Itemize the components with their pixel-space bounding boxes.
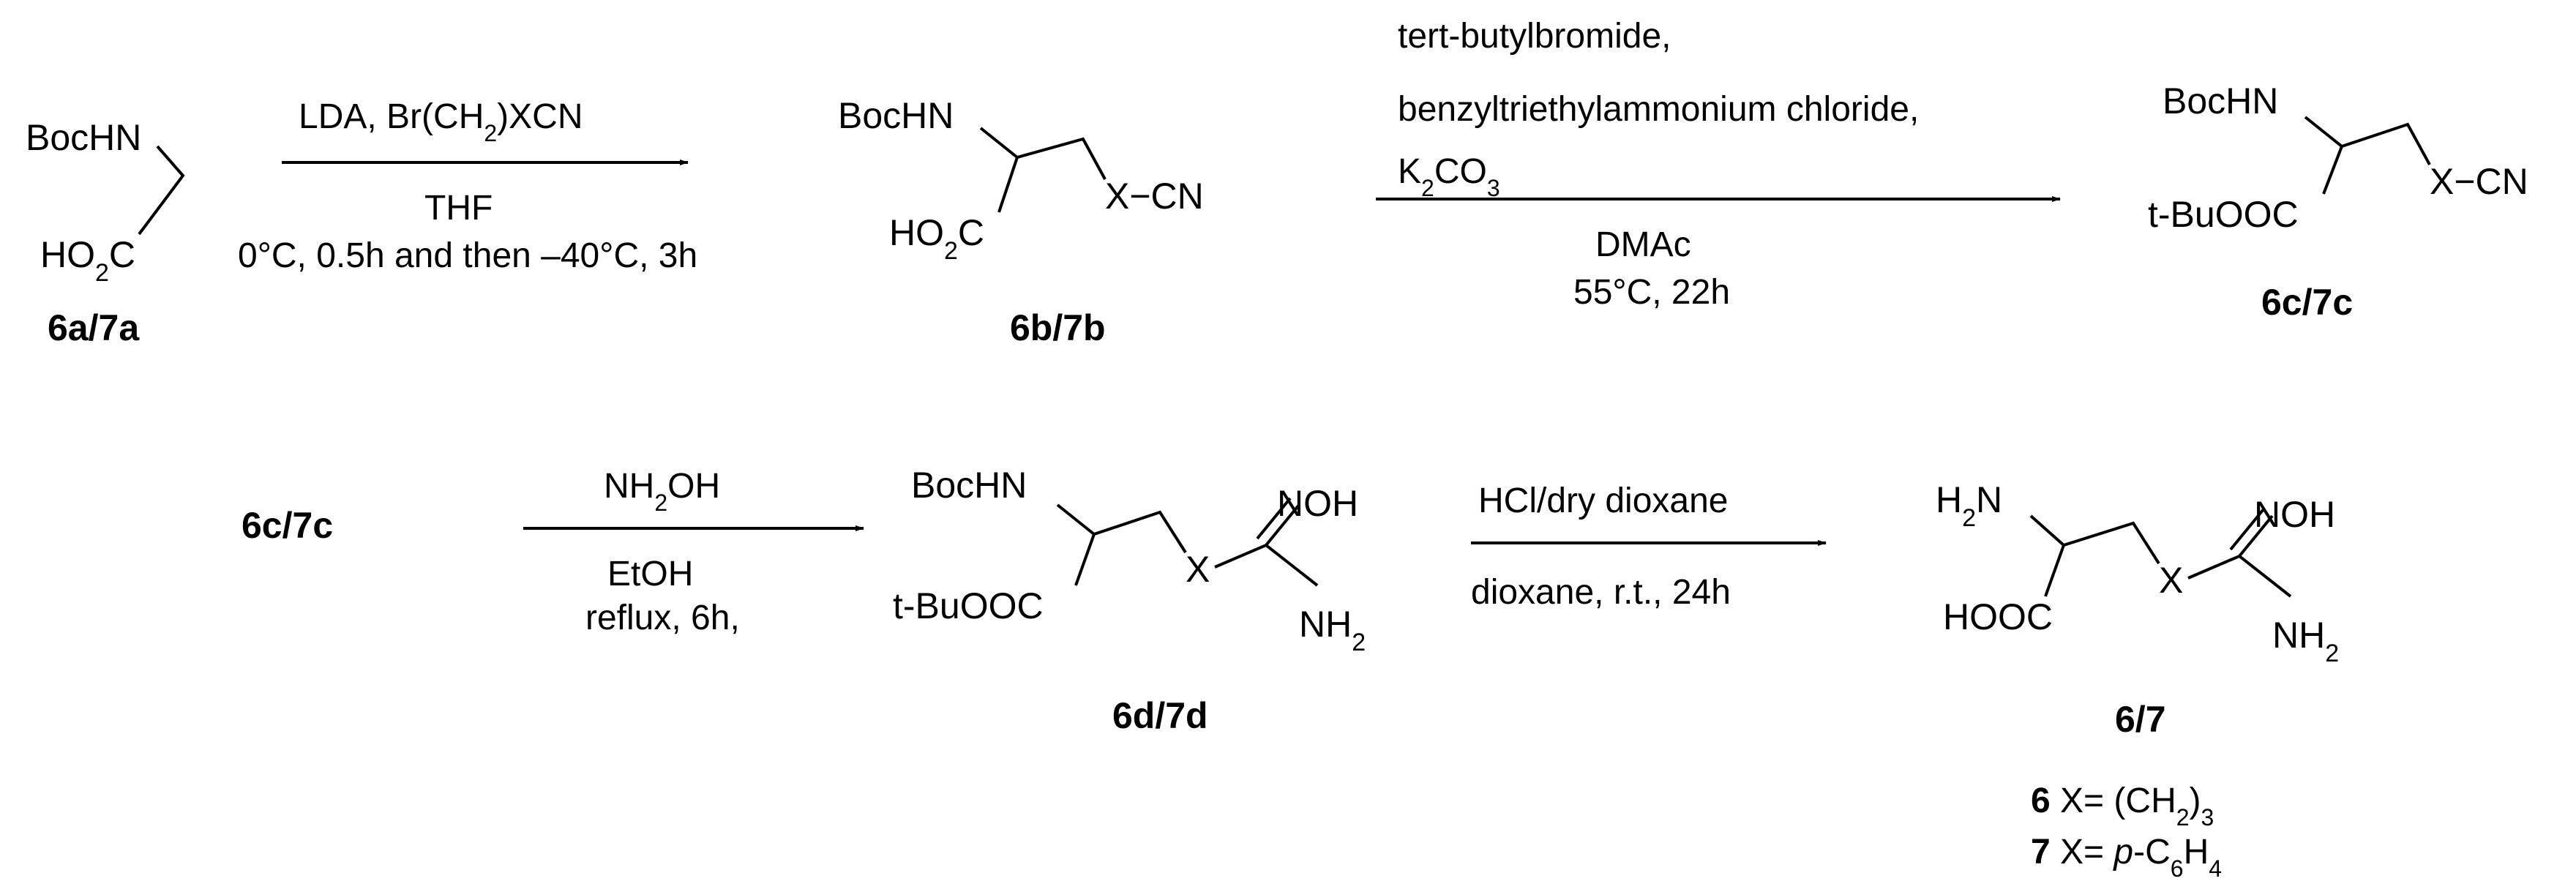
x-cn-chain: X−CN xyxy=(1105,176,1204,217)
backbone-bond xyxy=(2029,514,2160,565)
reagent-line: K2CO3 xyxy=(1398,152,1500,201)
amidine-bond xyxy=(2187,554,2292,598)
compound-id-6a-7a: 6a/7a xyxy=(48,307,140,348)
nh2-label: NH2 xyxy=(2272,615,2339,667)
solvent-line: DMAc xyxy=(1595,225,1691,264)
compound-id-6-7: 6/7 xyxy=(2115,699,2166,740)
bochn-label: BocHN xyxy=(911,465,1027,506)
compound-id-6b-7b: 6b/7b xyxy=(1010,307,1106,348)
compound-6-7: H2N HOOC X NOH NH2 6/7 xyxy=(1936,479,2339,740)
bochn-label: BocHN xyxy=(26,117,141,158)
condition-line: reflux, 6h, xyxy=(585,599,740,637)
reagent-line: tert-butylbromide, xyxy=(1398,17,1671,56)
reagent-line: benzyltriethylammonium chloride, xyxy=(1398,90,1919,129)
step-3: NH2OH EtOH reflux, 6h, xyxy=(523,467,864,637)
ester-bond xyxy=(1074,533,1096,586)
reagent-line: HCl/dry dioxane xyxy=(1478,481,1728,520)
acid-bond xyxy=(2044,544,2065,597)
legend-entry-7: 7 X= p-C6H4 xyxy=(2031,833,2222,882)
nh2-label: NH2 xyxy=(1299,604,1366,656)
condition-line: 55°C, 22h xyxy=(1573,273,1730,312)
x-linker: X xyxy=(2159,560,2183,601)
noh-label: NOH xyxy=(1277,483,1358,524)
carboxylic-acid-label: HO2C xyxy=(889,212,984,265)
c-n-double-bond xyxy=(1256,497,1300,547)
x-cn-chain: X−CN xyxy=(2430,161,2528,202)
step-4: HCl/dry dioxane dioxane, r.t., 24h xyxy=(1471,481,1827,612)
step-2: tert-butylbromide, benzyltriethylammoniu… xyxy=(1376,17,2061,312)
step-1: LDA, Br(CH2)XCN THF 0°C, 0.5h and then –… xyxy=(238,97,697,275)
c-n-double-bond xyxy=(2229,508,2274,558)
amine-label: H2N xyxy=(1936,479,2002,532)
bochn-label: BocHN xyxy=(838,95,954,136)
ester-label: t-BuOOC xyxy=(2148,194,2299,235)
compound-id-6c-7c: 6c/7c xyxy=(2261,282,2353,323)
ester-label: t-BuOOC xyxy=(893,585,1044,626)
carboxylic-acid-label: HO2C xyxy=(40,234,135,287)
solvent-line: EtOH xyxy=(607,555,693,593)
condition-line: 0°C, 0.5h and then –40°C, 3h xyxy=(238,236,697,275)
reagent-line: NH2OH xyxy=(604,467,720,516)
backbone-bond xyxy=(2304,116,2431,165)
compound-6b-7b: BocHN HO2C X−CN 6b/7b xyxy=(838,95,1204,348)
x-definition-legend: 6 X= (CH2)3 7 X= p-C6H4 xyxy=(2031,782,2222,882)
backbone-bond xyxy=(1056,503,1187,554)
backbone-bond xyxy=(979,127,1107,180)
carboxylic-acid-label: HOOC xyxy=(1943,596,2053,637)
backbone-bond xyxy=(138,145,185,236)
solvent-line: THF xyxy=(424,189,493,228)
x-linker: X xyxy=(1186,549,1210,590)
compound-id-6c-7c-start: 6c/7c xyxy=(242,505,333,546)
compound-6c-7c: BocHN t-BuOOC X−CN 6c/7c xyxy=(2148,80,2528,323)
legend-entry-6: 6 X= (CH2)3 xyxy=(2031,782,2214,831)
amidine-bond xyxy=(1214,543,1319,587)
acid-bond xyxy=(997,157,1019,213)
bochn-label: BocHN xyxy=(2163,80,2278,121)
compound-6d-7d: BocHN t-BuOOC X NOH NH2 6d/7d xyxy=(893,465,1366,736)
reagent-line: LDA, Br(CH2)XCN xyxy=(299,97,583,146)
condition-line: dioxane, r.t., 24h xyxy=(1471,573,1731,612)
ester-bond xyxy=(2322,146,2343,195)
compound-id-6d-7d: 6d/7d xyxy=(1112,695,1208,736)
compound-6a-7a: BocHN HO2C 6a/7a xyxy=(26,117,185,348)
noh-label: NOH xyxy=(2254,494,2335,535)
